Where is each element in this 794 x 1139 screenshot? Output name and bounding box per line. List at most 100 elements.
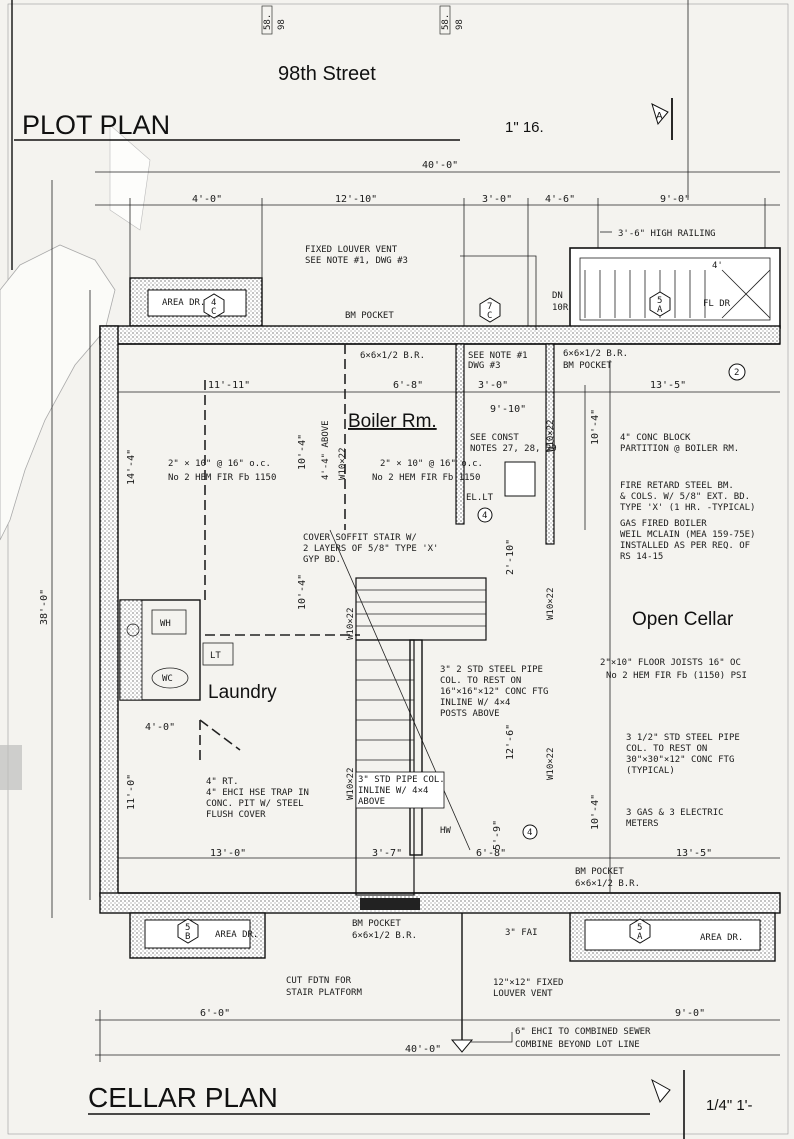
structural-lines [118, 344, 780, 893]
interior-dimensions: 11'-11" 6'-8" 3'-0" 13'-5" 9'-10" 10'-4"… [126, 380, 712, 1019]
top-seg-4: 4'-6" [545, 194, 575, 205]
tag-3-top: 5 [657, 296, 662, 306]
top-seg-1: 4'-0" [192, 194, 222, 205]
floor-joists-1: 2"×10" FLOOR JOISTS 16" OC [600, 658, 741, 668]
dim-9-0: 9'-0" [675, 1008, 705, 1019]
dim-11-11: 11'-11" [208, 380, 250, 391]
dim-6-0: 6'-0" [200, 1008, 230, 1019]
north-marker [651, 103, 669, 126]
tag-2-top: 7 [487, 302, 492, 312]
construction-notes: FIXED LOUVER VENT SEE NOTE #1, DWG #3 BM… [168, 245, 755, 999]
dim-3-7: 3'-7" [372, 848, 402, 859]
tag-4-bot: B [185, 932, 190, 942]
see-note-2: DWG #3 [468, 361, 501, 371]
railing-note: 3'-6" HIGH RAILING [618, 229, 716, 239]
ref-1: 58. [263, 14, 273, 30]
tag-5-top: 5 [637, 923, 642, 933]
joists-mid-2: No 2 HEM FIR Fb 1150 [372, 473, 480, 483]
house-trap-3: CONC. PIT W/ STEEL [206, 799, 304, 809]
pipe-col-1-b: COL. TO REST ON [440, 676, 521, 686]
dim-14-4: 14'-4" [126, 449, 137, 485]
gas-boiler-4: RS 14-15 [620, 552, 663, 562]
ell-label: EL.LT [466, 493, 494, 503]
meters-1: 3 GAS & 3 ELECTRIC [626, 808, 724, 818]
dim-4-4-above: 4'-4" ABOVE [321, 420, 331, 480]
bm-right-top-1: 6×6×1/2 B.R. [563, 349, 628, 359]
fai-note: 3" FAI [505, 928, 538, 938]
soffit-2: 2 LAYERS OF 5/8" TYPE 'X' [303, 544, 438, 554]
beam-2: W10×22 [546, 419, 556, 452]
overall-bottom-dim: 40'-0" [405, 1044, 441, 1055]
plot-plan-title: PLOT PLAN [22, 110, 170, 140]
bm-pocket-bl-1: BM POCKET [352, 919, 401, 929]
foundation-walls [99, 325, 781, 914]
beam-1: W10×22 [338, 447, 348, 480]
circle-tag-2: 4 [482, 511, 487, 521]
dim-4-0: 4'-0" [145, 722, 175, 733]
dim-11-0: 11'-0" [126, 774, 137, 810]
stoop-dim: 4' [712, 261, 723, 271]
left-vertical-dim-text: 38'-0" [39, 589, 50, 625]
tag-2-bot: C [487, 311, 492, 321]
dim-10-4-d: 10'-4" [590, 794, 601, 830]
area-well-bottom-right: AREA DR. [569, 912, 776, 962]
dim-3-0: 3'-0" [478, 380, 508, 391]
tag-1-top: 4 [211, 298, 216, 308]
sewer-note-1: 6" EHCI TO COMBINED SEWER [515, 1027, 651, 1037]
beam-labels: W10×22 W10×22 W10×22 W10×22 W10×22 W10×2… [338, 419, 556, 800]
house-trap-2: 4" EHCI HSE TRAP IN [206, 788, 309, 798]
bm-beam-top: 6×6×1/2 B.R. [360, 351, 425, 361]
circle-tag-1: 2 [734, 368, 739, 378]
tag-3-bot: A [657, 305, 663, 315]
dim-2-10: 2'-10" [505, 539, 516, 575]
const-notes-1: SEE CONST [470, 433, 519, 443]
tag-4-top: 5 [185, 923, 190, 933]
block-partition-1: 4" CONC BLOCK [620, 433, 691, 443]
pipe-col-3-b: INLINE W/ 4×4 [358, 786, 428, 796]
bm-pocket-bottom-2: 6×6×1/2 B.R. [575, 879, 640, 889]
dim-10-4-b: 10'-4" [297, 574, 308, 610]
hw-label: HW [440, 826, 451, 836]
ref-2: 98 [277, 19, 287, 30]
beam-6: W10×22 [546, 747, 556, 780]
pipe-col-1-d: INLINE W/ 4×4 [440, 698, 510, 708]
louver-note-1: FIXED LOUVER VENT [305, 245, 398, 255]
tag-1-bot: C [211, 307, 216, 317]
pipe-col-2-b: COL. TO REST ON [626, 744, 707, 754]
dim-5-9: 5'-9" [492, 820, 503, 850]
house-trap-1: 4" RT. [206, 777, 239, 787]
meters-2: METERS [626, 819, 659, 829]
footer-marker [651, 1078, 671, 1103]
louver-bottom-2: LOUVER VENT [493, 989, 553, 999]
boiler-room-walls [455, 343, 555, 545]
boiler-room-label: Boiler Rm. [348, 411, 437, 432]
stair-dn: DN [552, 291, 563, 301]
fire-retard-2: & COLS. W/ 5/8" EXT. BD. [620, 492, 750, 502]
ref-4: 98 [455, 19, 465, 30]
top-seg-5: 9'-0" [660, 194, 690, 205]
dim-13-0: 13'-0" [210, 848, 246, 859]
area-well-bottom-left: AREA DR. [129, 912, 266, 959]
block-partition-2: PARTITION @ BOILER RM. [620, 444, 739, 454]
street-label: 98th Street [278, 63, 376, 85]
dim-13-5-bottom: 13'-5" [676, 848, 712, 859]
plot-scale: 1" 16. [505, 119, 544, 136]
bm-right-top-2: BM POCKET [563, 361, 612, 371]
dim-13-5-top: 13'-5" [650, 380, 686, 391]
area-drain-bottom-right: AREA DR. [700, 933, 743, 943]
floor-drain: FL DR [703, 299, 731, 309]
top-reference-stamps: 58. 98 58. 98 [261, 5, 465, 35]
see-note-1: SEE NOTE #1 [468, 351, 528, 361]
cellar-scale: 1/4" 1'- [706, 1097, 753, 1114]
area-well-top-left: AREA DR. [129, 277, 263, 327]
detail-tags: 4 C 7 C 5 A 5 B 5 A 2 4 4 [177, 291, 746, 944]
pipe-col-1-c: 16"×16"×12" CONC FTG [440, 687, 548, 697]
dim-9-10: 9'-10" [490, 404, 526, 415]
pipe-col-3-c: ABOVE [358, 797, 385, 807]
north-marker-label: A [656, 111, 663, 122]
joists-left-1: 2" × 10" @ 16" o.c. [168, 459, 271, 469]
dim-6-8-bottom: 6'-8" [476, 848, 506, 859]
torn-paper [0, 244, 116, 541]
laundry-tub-label: LT [210, 651, 221, 661]
